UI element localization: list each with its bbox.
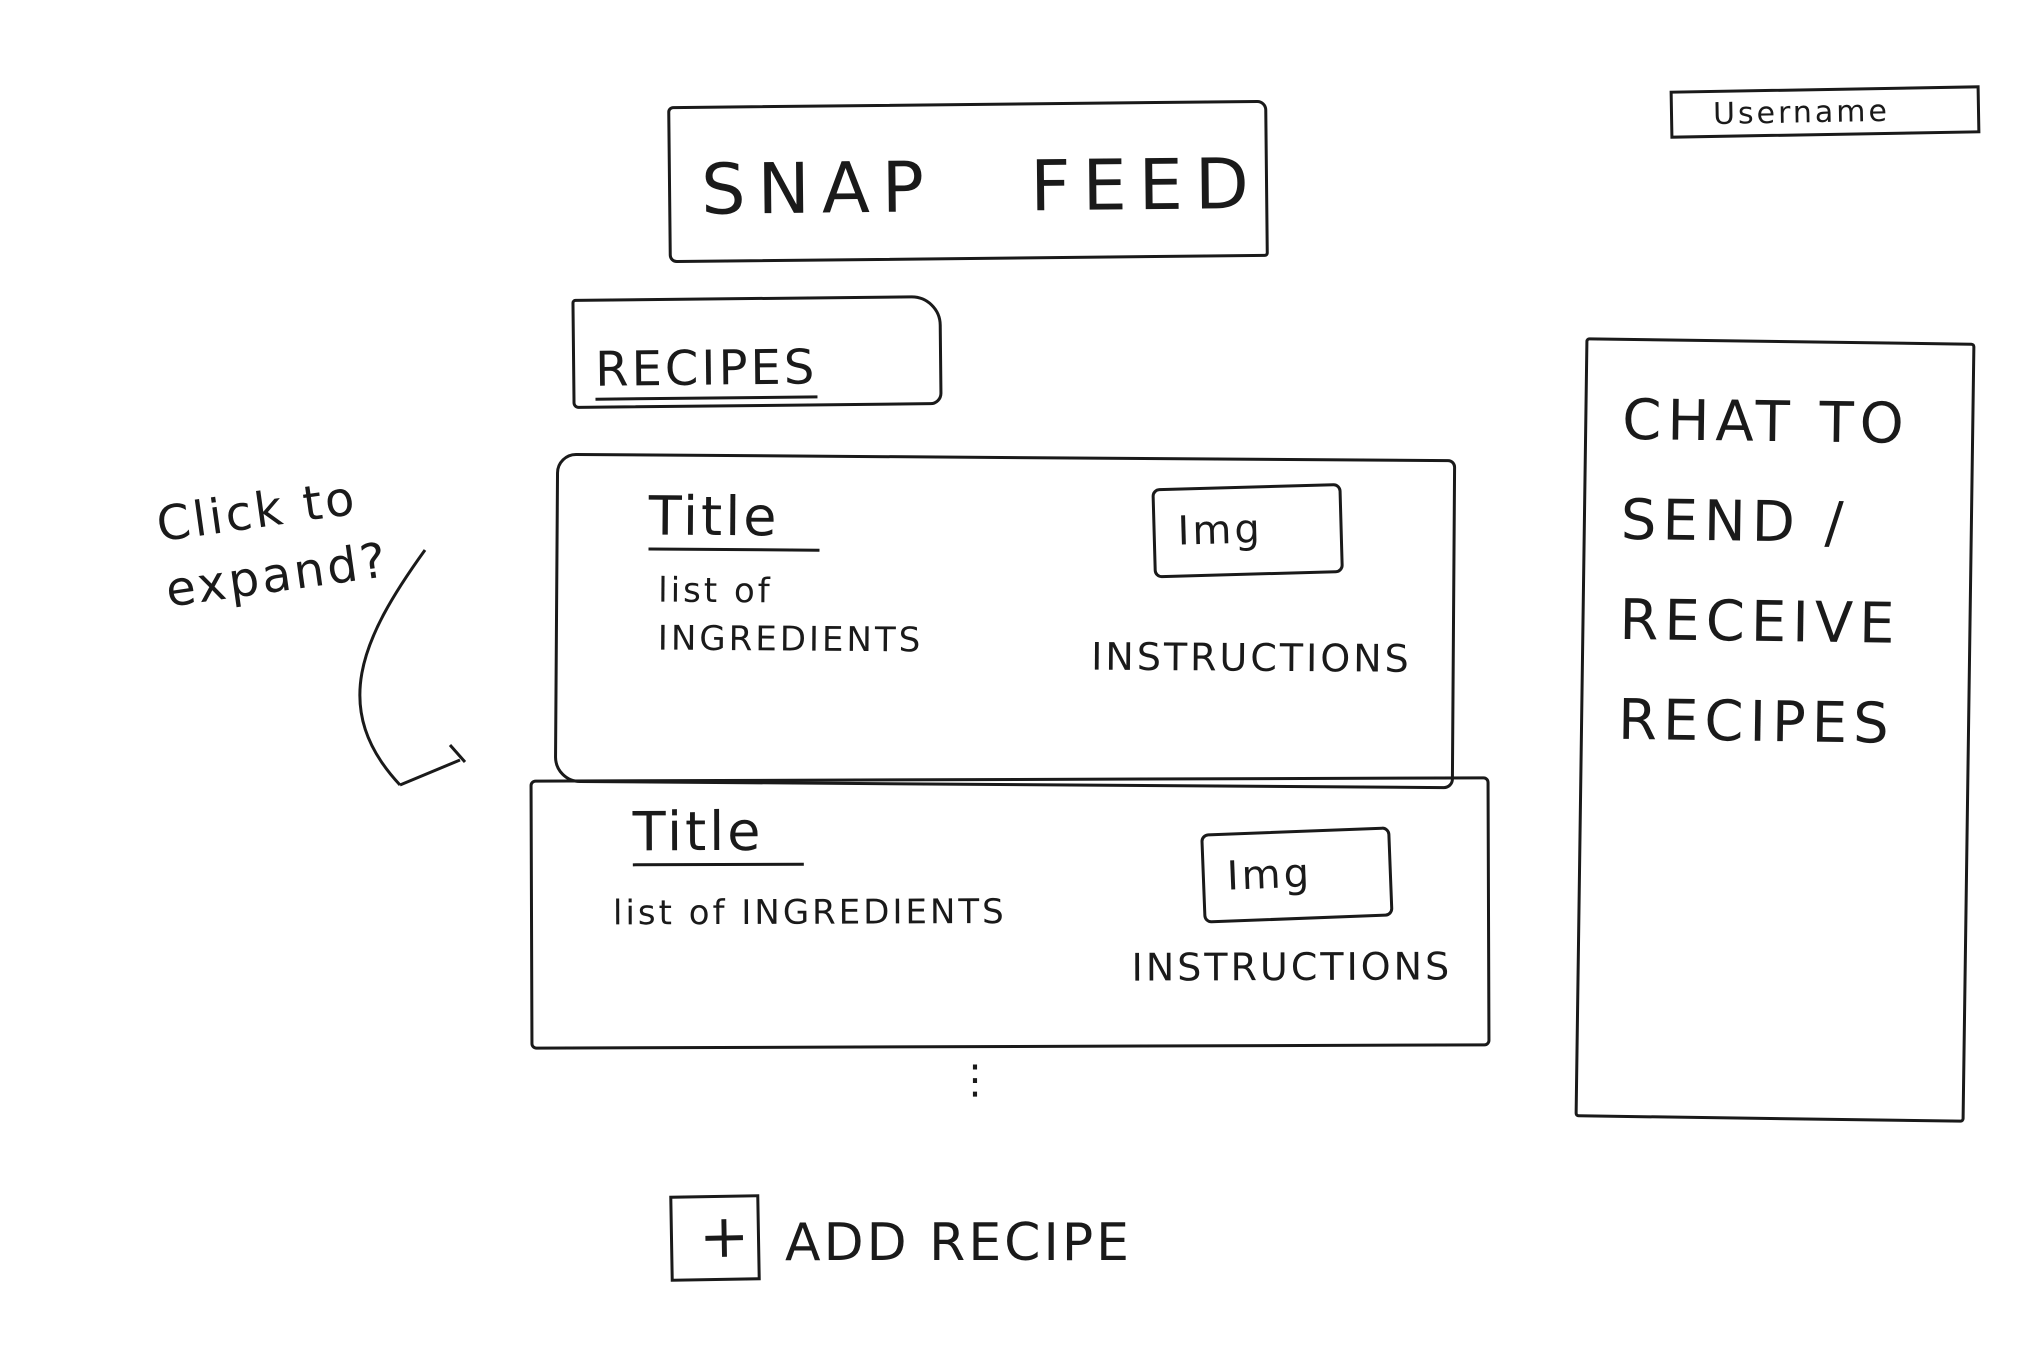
recipe-title: Title xyxy=(632,799,804,867)
add-recipe-button[interactable]: + ADD RECIPE xyxy=(660,1194,1220,1285)
recipe-image-label: Img xyxy=(1176,506,1264,555)
chat-panel-text: CHAT TO SEND / RECEIVE RECIPES xyxy=(1617,387,1911,757)
recipe-title: Title xyxy=(648,484,820,552)
recipe-card[interactable]: Title list of INGREDIENTS Img INSTRUCTIO… xyxy=(529,776,1491,1050)
username-field[interactable]: Username xyxy=(1669,85,1981,139)
more-items-indicator: ⋮ xyxy=(955,1057,995,1103)
chat-panel[interactable]: CHAT TO SEND / RECEIVE RECIPES xyxy=(1574,337,1976,1123)
add-recipe-label: ADD RECIPE xyxy=(785,1213,1133,1273)
section-title-box: RECIPES xyxy=(571,295,943,409)
recipe-ingredients: list of INGREDIENTS xyxy=(657,570,924,661)
recipe-image-label: Img xyxy=(1225,850,1313,900)
plus-icon: + xyxy=(669,1194,761,1282)
app-title-box: SNAP FEED xyxy=(667,99,1269,264)
recipe-card[interactable]: Title list of INGREDIENTS Img INSTRUCTIO… xyxy=(553,452,1457,790)
recipe-ingredients: list of INGREDIENTS xyxy=(612,892,1007,934)
arrow-icon xyxy=(358,549,467,787)
recipe-image: Img xyxy=(1151,483,1344,579)
username-label: Username xyxy=(1712,93,1891,132)
recipe-instructions: INSTRUCTIONS xyxy=(1091,634,1412,681)
recipe-image: Img xyxy=(1200,826,1394,924)
section-title: RECIPES xyxy=(594,339,818,401)
recipe-instructions: INSTRUCTIONS xyxy=(1131,944,1453,990)
app-title: SNAP FEED xyxy=(700,142,1262,231)
